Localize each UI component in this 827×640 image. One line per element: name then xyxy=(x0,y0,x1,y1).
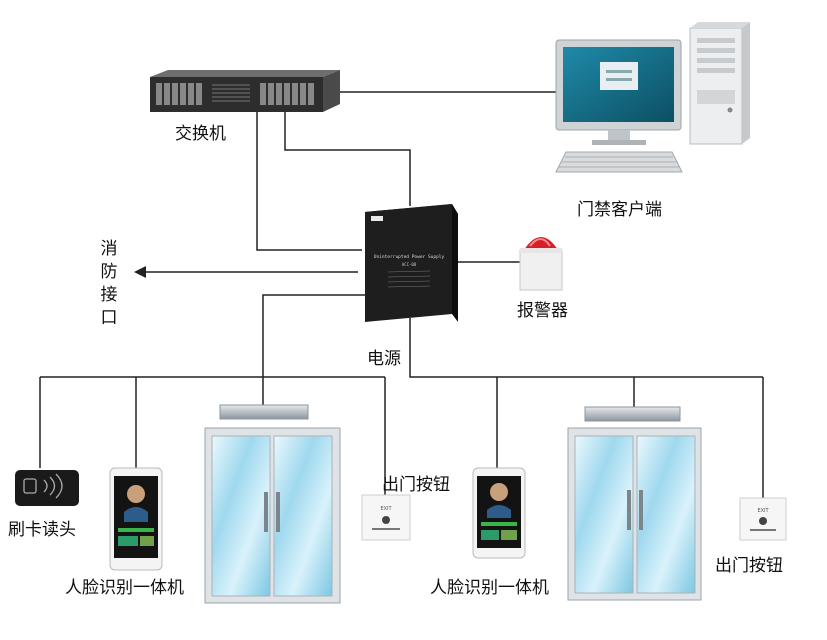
face-terminal-left-icon xyxy=(109,467,163,571)
exit-plate-text-right: EXIT xyxy=(757,508,769,514)
exit-button-right-icon: EXIT xyxy=(739,497,787,541)
line-power-to-left-bus xyxy=(262,294,365,405)
label-switch: 交换机 xyxy=(175,124,226,144)
computer-icon xyxy=(555,22,750,173)
face-terminal-right-icon xyxy=(472,467,526,559)
line-power-to-right-bus xyxy=(409,318,763,378)
network-switch xyxy=(150,70,340,112)
glass-door-right-icon xyxy=(567,406,702,601)
label-alarm: 报警器 xyxy=(517,301,568,321)
label-face-terminal-left: 人脸识别一体机 xyxy=(65,578,184,598)
power-box: Uninterrupted Power Supply ACC-08 xyxy=(365,204,458,322)
line-switch-to-power-a xyxy=(256,112,362,251)
connection-lines xyxy=(39,91,764,498)
fire-arrow xyxy=(134,266,358,278)
glass-door-left-icon xyxy=(204,404,341,604)
card-reader-icon xyxy=(15,470,79,506)
label-client: 门禁客户端 xyxy=(577,200,662,220)
line-switch-to-power-b xyxy=(284,112,411,206)
label-face-terminal-right: 人脸识别一体机 xyxy=(430,578,549,598)
exit-plate-text-left: EXIT xyxy=(380,506,392,512)
label-power: 电源 xyxy=(367,349,401,369)
label-exit-button-right: 出门按钮 xyxy=(715,556,783,576)
label-fire-interface: 消防接口 xyxy=(100,239,118,328)
power-box-text-2: ACC-08 xyxy=(402,262,417,267)
alarm-siren-icon xyxy=(519,237,563,291)
exit-button-left-icon: EXIT xyxy=(361,494,411,541)
label-exit-button-left: 出门按钮 xyxy=(382,475,450,495)
label-card-reader: 刷卡读头 xyxy=(8,520,76,540)
power-box-text-1: Uninterrupted Power Supply xyxy=(374,254,445,260)
